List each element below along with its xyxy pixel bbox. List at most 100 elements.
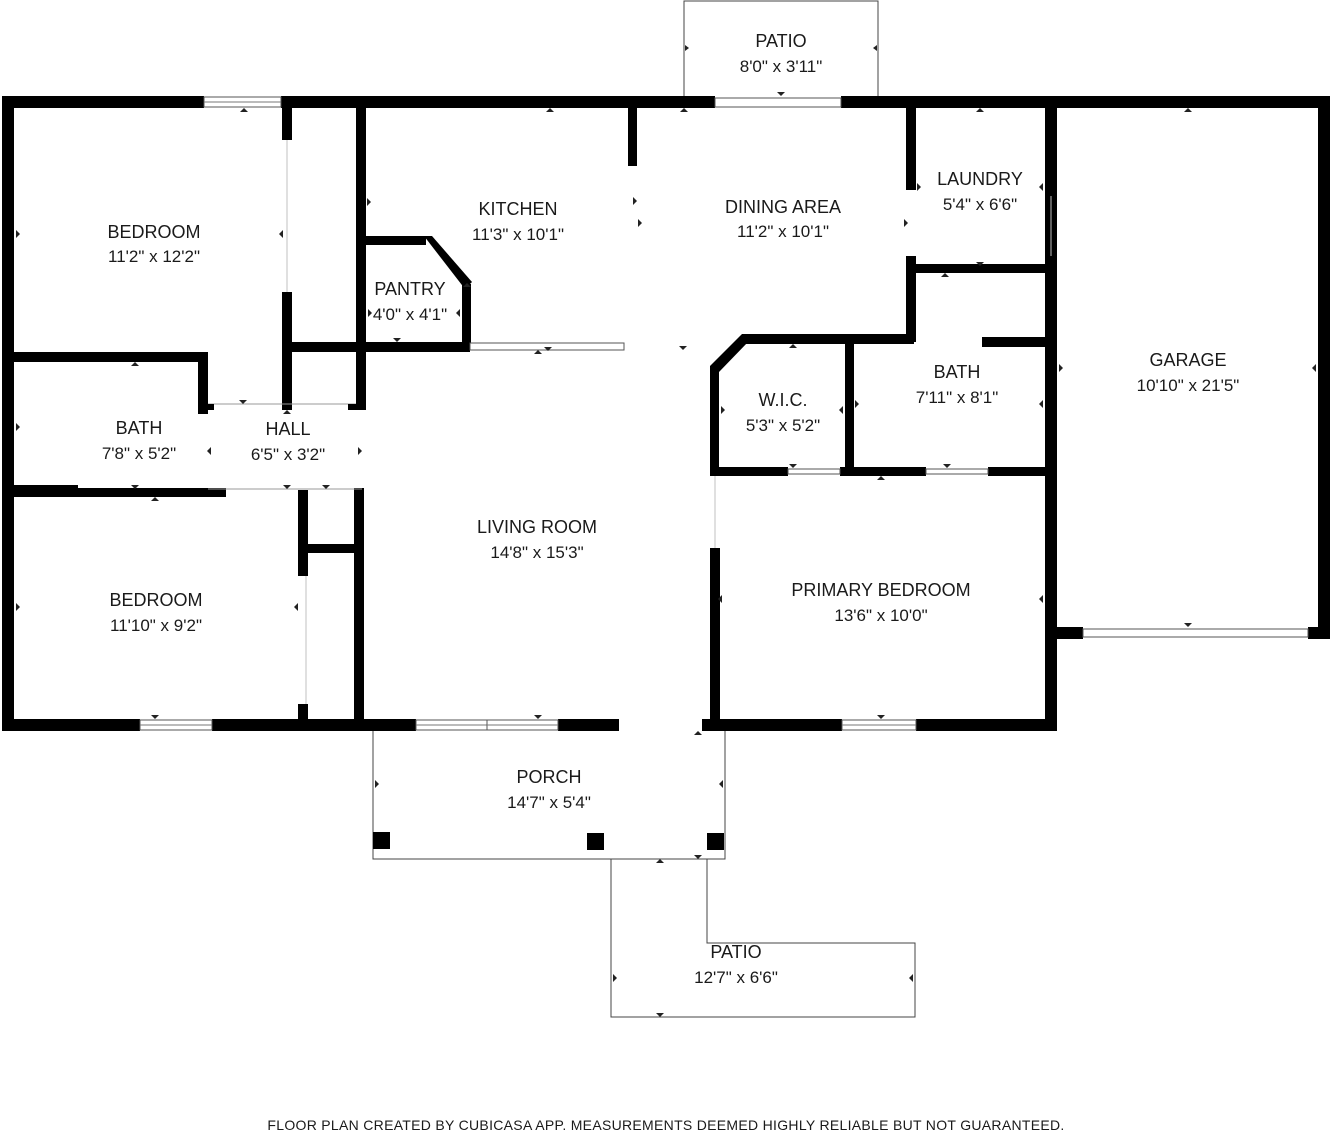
garage-door (1082, 628, 1309, 638)
wall-wic-bottom-a (710, 467, 788, 476)
exterior-walls (2, 96, 1330, 731)
tick-marker (694, 731, 702, 735)
front-door-opening (619, 719, 702, 731)
wall-b2-closet-right (298, 490, 308, 576)
room-name-bedroom-2: BEDROOM (109, 590, 202, 610)
tick-marker (151, 497, 159, 501)
tick-marker (367, 198, 371, 206)
tick-marker (719, 780, 723, 788)
porch-post-mid (587, 833, 604, 850)
room-name-kitchen: KITCHEN (478, 199, 557, 219)
tick-marker (685, 45, 689, 51)
wall-closet-kitchen (356, 108, 366, 410)
tick-marker (877, 476, 885, 480)
wall-wic-left (710, 366, 719, 476)
wall-wic-angle (710, 334, 748, 372)
tick-marker (240, 108, 248, 112)
room-name-living-room: LIVING ROOM (477, 517, 597, 537)
wall-bottom-left (2, 719, 140, 731)
room-size-garage: 10'10" x 21'5" (1137, 376, 1240, 395)
wall-pantry-right (462, 284, 471, 350)
wall-wic-bottom-b (840, 467, 926, 476)
wall-laundry-right-a (1045, 108, 1057, 196)
room-size-bath-hall: 7'8" x 5'2" (102, 444, 176, 463)
tick-marker (463, 283, 471, 287)
tick-marker (789, 464, 797, 468)
room-size-wic: 5'3" x 5'2" (746, 416, 820, 435)
tick-marker (283, 485, 291, 489)
wall-bedroom1-closet-top (282, 108, 292, 140)
wall-pantry-top (364, 236, 426, 245)
tick-marker (207, 447, 211, 455)
room-name-bath-primary: BATH (934, 362, 981, 382)
patio-top-outline (683, 0, 879, 97)
patio-bottom-outline (610, 859, 916, 1018)
tick-marker (544, 347, 552, 351)
room-name-laundry: LAUNDRY (937, 169, 1023, 189)
room-size-laundry: 5'4" x 6'6" (943, 195, 1017, 214)
wall-bath2-bottom (988, 467, 1048, 476)
wall-left (2, 96, 14, 731)
wall-kitchen-dining-stub (628, 108, 637, 166)
footer-disclaimer: FLOOR PLAN CREATED BY CUBICASA APP. MEAS… (267, 1117, 1064, 1133)
tick-marker (941, 273, 949, 277)
tick-marker (375, 780, 379, 788)
hall-top-wall-a (208, 404, 214, 410)
hall-top-wall-b (348, 404, 358, 410)
porch-post-left (373, 832, 390, 849)
wall-right-house (1045, 96, 1057, 731)
tick-marker (917, 183, 921, 191)
tick-marker (393, 338, 401, 342)
room-size-bedroom-2: 11'10" x 9'2" (110, 616, 202, 635)
tick-marker (534, 350, 542, 354)
room-labels: PATIO 8'0" x 3'11" BEDROOM 11'2" x 12'2"… (102, 31, 1240, 987)
wall-bath-bottom-a (12, 485, 78, 497)
tick-marker (613, 974, 617, 982)
wall-b2-closet-bottom (298, 704, 308, 724)
wall-right-garage (1318, 96, 1330, 639)
tick-marker (877, 715, 885, 719)
room-size-bedroom-1: 11'2" x 12'2" (108, 247, 200, 266)
tick-marker (283, 410, 291, 414)
tick-marker (839, 406, 843, 414)
room-name-patio-top: PATIO (755, 31, 806, 51)
porch-posts (373, 832, 724, 850)
tick-marker (16, 230, 20, 238)
tick-marker (789, 344, 797, 348)
wall-b2-closet-mid (302, 544, 358, 553)
tick-marker (1039, 400, 1043, 408)
wall-garage-bottom-right (1308, 627, 1330, 639)
openings (208, 97, 1309, 731)
wall-bottom-primary-b (916, 719, 1057, 731)
tick-marker (16, 603, 20, 611)
wall-wic-bath-divider (845, 342, 854, 476)
tick-marker (1184, 108, 1192, 112)
room-size-kitchen: 11'3" x 10'1" (472, 225, 564, 244)
outdoor-outlines (372, 0, 916, 1018)
room-size-bath-primary: 7'11" x 8'1" (916, 388, 999, 407)
patio-door-top (714, 97, 842, 108)
tick-marker (718, 595, 722, 603)
tick-marker (680, 108, 688, 112)
wall-bottom-primary-a (702, 719, 842, 731)
room-name-patio-bottom: PATIO (710, 942, 761, 962)
wall-bedroom1-bottom (12, 352, 208, 362)
wall-dining-right-a (906, 108, 916, 190)
tick-marker (534, 715, 542, 719)
wall-bath-right (198, 352, 208, 414)
room-size-patio-top: 8'0" x 3'11" (740, 57, 823, 76)
porch-post-right (707, 833, 724, 850)
tick-marker (777, 92, 785, 96)
room-name-porch: PORCH (516, 767, 581, 787)
dimension-ticks (16, 45, 1316, 1017)
room-size-porch: 14'7" x 5'4" (507, 793, 591, 812)
tick-marker (16, 423, 20, 431)
wic-door (787, 468, 841, 475)
tick-marker (976, 262, 984, 266)
tick-marker (633, 197, 637, 205)
room-name-bath-hall: BATH (116, 418, 163, 438)
wall-dining-right-b (906, 256, 916, 342)
room-name-garage: GARAGE (1149, 350, 1226, 370)
room-name-pantry: PANTRY (374, 279, 445, 299)
wall-primary-left (710, 548, 720, 728)
